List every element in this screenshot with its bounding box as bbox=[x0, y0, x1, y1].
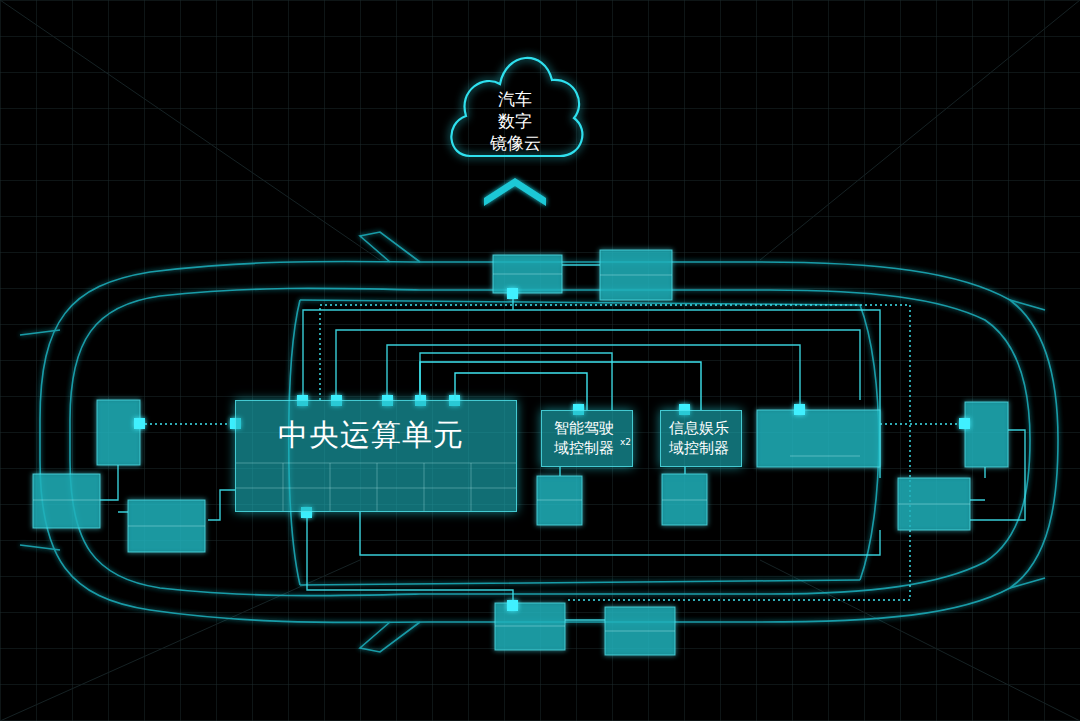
module-dividers bbox=[33, 274, 970, 631]
dotted-links bbox=[140, 305, 965, 600]
up-chevron bbox=[484, 178, 546, 206]
node-label: 中央运算单元 bbox=[278, 415, 506, 456]
multiplier-mark: x2 bbox=[620, 437, 631, 447]
node-label: 智能驾驶 域控制器 bbox=[554, 419, 617, 458]
ecu-modules bbox=[33, 250, 1008, 655]
domain-controller-box: 智能驾驶 域控制器x2 bbox=[541, 410, 633, 467]
node-label: 信息娱乐 域控制器 bbox=[669, 419, 729, 458]
bus-wiring bbox=[100, 265, 1025, 620]
car-outline bbox=[20, 232, 1058, 652]
connector-pads bbox=[134, 288, 970, 611]
node-label: 汽车 数字 镜像云 bbox=[490, 88, 541, 154]
cloud-node: 汽车 数字 镜像云 bbox=[440, 38, 590, 166]
central-compute-box: 中央运算单元 bbox=[235, 400, 517, 512]
domain-controller-box: 信息娱乐 域控制器 bbox=[660, 410, 742, 467]
